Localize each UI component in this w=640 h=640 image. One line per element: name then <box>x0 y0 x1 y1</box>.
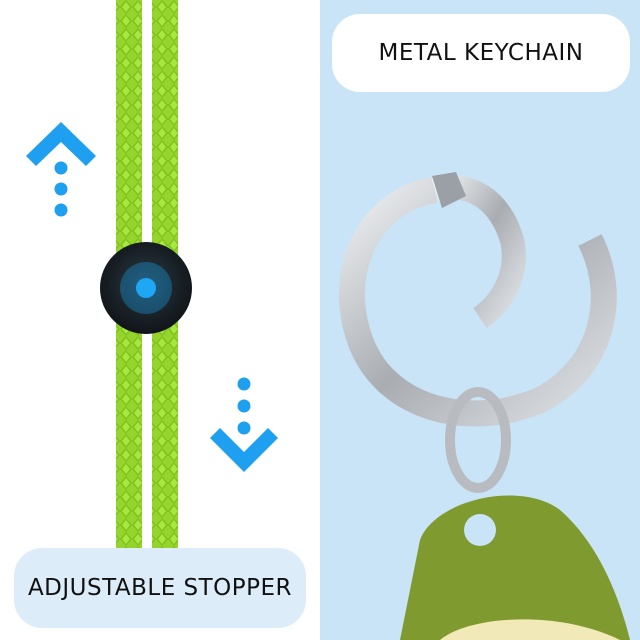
metal-keychain-label: METAL KEYCHAIN <box>332 14 630 92</box>
split-ring <box>445 387 511 493</box>
adjustable-stopper-label: ADJUSTABLE STOPPER <box>14 548 306 628</box>
metal-keychain-ring <box>338 172 617 427</box>
up-arrow-icon <box>26 122 96 217</box>
tag-holder <box>400 495 630 640</box>
down-arrow-icon <box>210 377 278 472</box>
adjustable-stopper <box>100 242 192 334</box>
